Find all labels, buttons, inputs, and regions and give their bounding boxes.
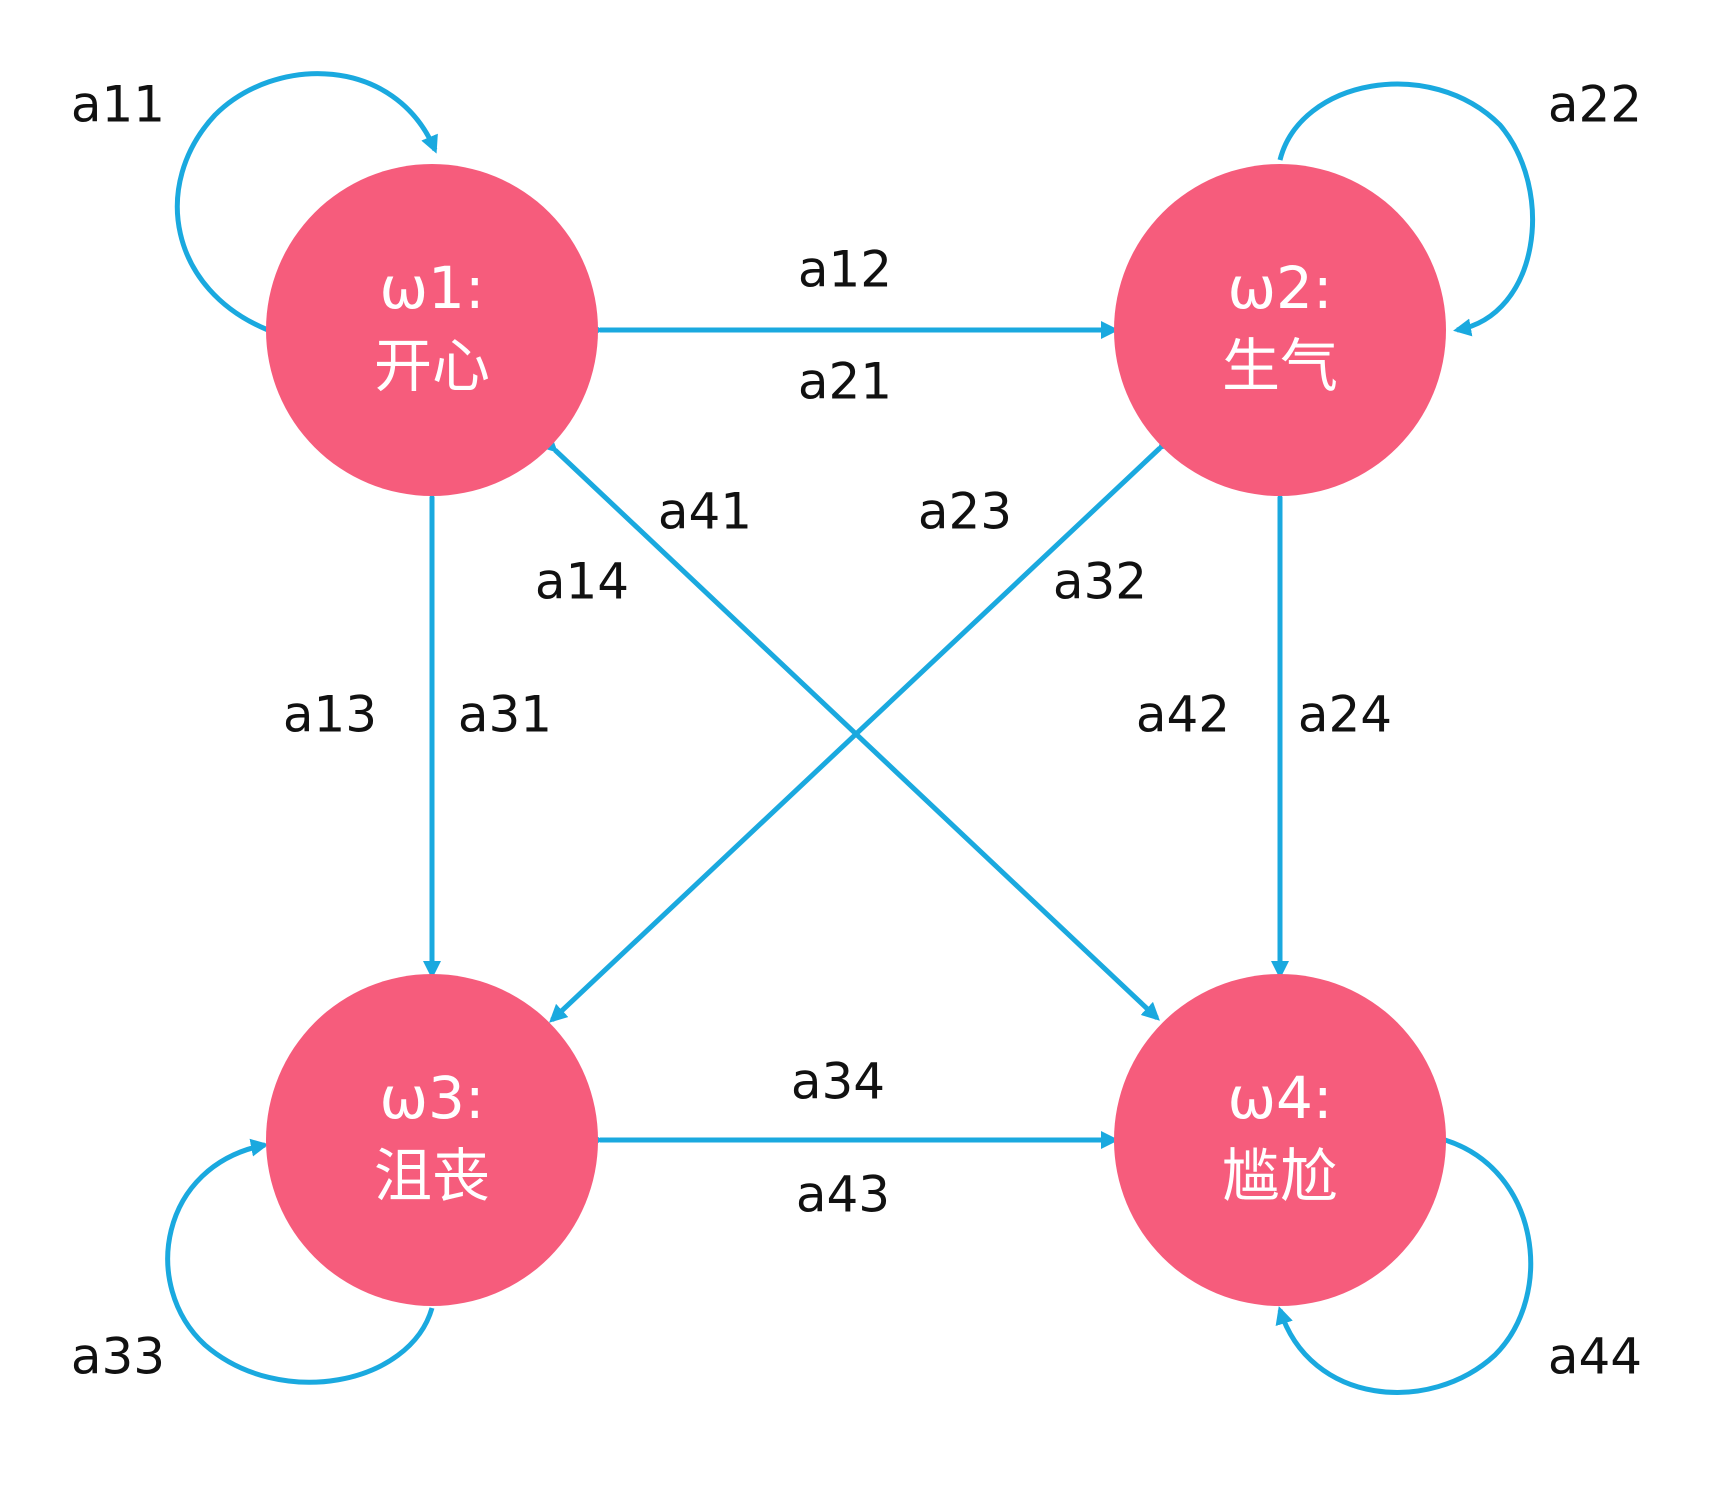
node-circle xyxy=(1114,974,1446,1306)
loop-w3 xyxy=(165,1138,435,1385)
edge-label-a41: a41 xyxy=(658,483,752,541)
node-label-line1: ω4: xyxy=(1227,1064,1332,1132)
node-label-line1: ω1: xyxy=(379,254,484,322)
edge-label-a22: a22 xyxy=(1548,76,1642,134)
node-circle xyxy=(266,974,598,1306)
edge-label-a43: a43 xyxy=(796,1166,890,1224)
edge-label-a42: a42 xyxy=(1136,686,1230,744)
edge-label-a31: a31 xyxy=(458,686,552,744)
edge-label-a14: a14 xyxy=(535,553,629,611)
node-label-line2: 沮丧 xyxy=(374,1142,490,1210)
loop-w4 xyxy=(1275,1137,1534,1395)
loop-w1 xyxy=(174,71,438,333)
node-w3: ω3: 沮丧 xyxy=(266,974,598,1306)
node-label-line1: ω2: xyxy=(1227,254,1332,322)
edge-label-a44: a44 xyxy=(1548,1328,1642,1386)
edge-label-a12: a12 xyxy=(798,241,892,299)
edge-label-a32: a32 xyxy=(1053,553,1147,611)
node-label-line2: 尴尬 xyxy=(1222,1142,1338,1210)
node-w1: ω1: 开心 xyxy=(266,164,598,496)
edge-label-a24: a24 xyxy=(1298,686,1392,744)
node-w2: ω2: 生气 xyxy=(1114,164,1446,496)
edge-w2-w3 xyxy=(549,431,1177,1023)
node-label-line2: 开心 xyxy=(374,332,490,400)
edge-label-a23: a23 xyxy=(918,483,1012,541)
node-w4: ω4: 尴尬 xyxy=(1114,974,1446,1306)
node-label-line1: ω3: xyxy=(379,1064,484,1132)
loop-w2 xyxy=(1277,81,1536,337)
node-circle xyxy=(266,164,598,496)
node-circle xyxy=(1114,164,1446,496)
edge-label-a11: a11 xyxy=(71,76,165,134)
edge-label-a21: a21 xyxy=(798,353,892,411)
node-label-line2: 生气 xyxy=(1222,332,1338,400)
edge-label-a33: a33 xyxy=(71,1328,165,1386)
edge-label-a34: a34 xyxy=(791,1053,885,1111)
edge-label-a13: a13 xyxy=(283,686,377,744)
